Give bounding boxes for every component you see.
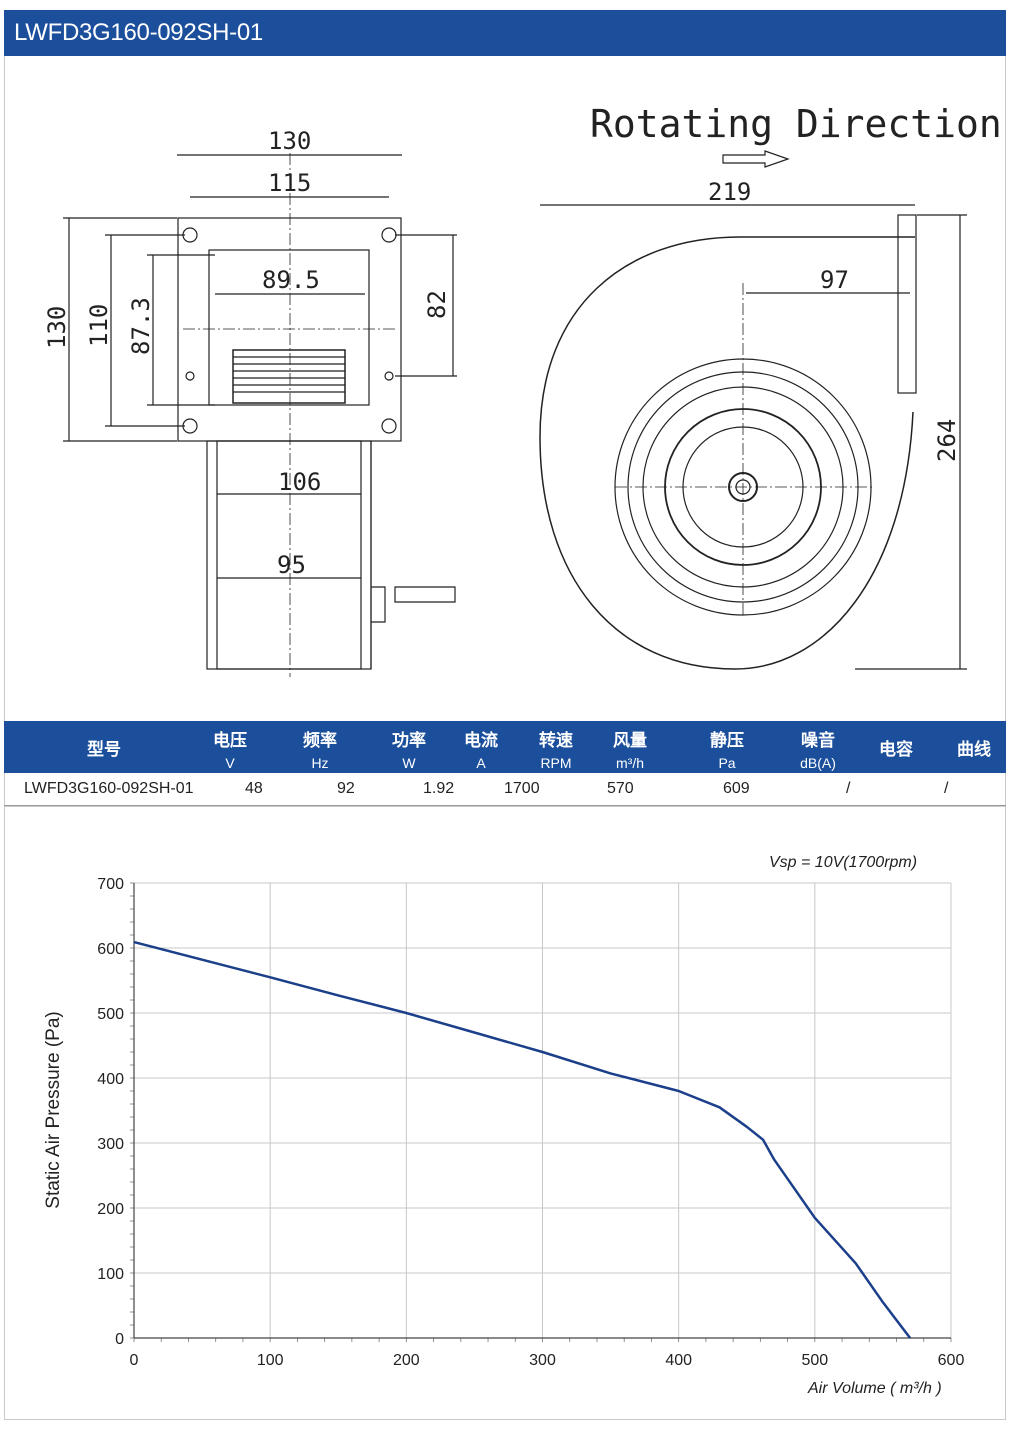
y-tick-label: 0 <box>115 1331 124 1348</box>
series-line <box>133 940 912 1339</box>
cell-airflow: 570 <box>607 780 634 797</box>
y-axis-label: Static Air Pressure (Pa) <box>43 1011 64 1208</box>
dim-87-3: 87.3 <box>127 297 155 355</box>
rotating-direction-label: Rotating Direction <box>590 102 1002 146</box>
col-curve: 曲线 <box>957 740 991 760</box>
y-tick-label: 200 <box>97 1201 124 1218</box>
y-tick-label: 300 <box>97 1136 124 1153</box>
spec-table-row: LWFD3G160-092SH-01 48 92 1.92 1700 570 6… <box>4 773 1006 806</box>
y-tick-label: 500 <box>97 1006 124 1023</box>
dim-97: 97 <box>820 266 849 294</box>
dim-106: 106 <box>278 468 321 496</box>
cell-capacitor: / <box>944 780 949 797</box>
chart-annotation: Vsp = 10V(1700rpm) <box>769 854 917 871</box>
y-tick-label: 700 <box>97 876 124 893</box>
y-tick-label: 600 <box>97 941 124 958</box>
technical-drawing: 130 115 89.5 82 130 110 87.3 106 95 Rota… <box>43 102 1002 677</box>
x-axis-label: Air Volume ( m³/h ) <box>807 1380 942 1397</box>
cell-model: LWFD3G160-092SH-01 <box>24 780 194 797</box>
cell-current: 1.92 <box>423 780 455 797</box>
dim-130-top: 130 <box>268 127 311 155</box>
chart-ticks: 0 100 200 300 400 500 600 0 100 200 300 400 500 600 70… <box>97 876 964 1369</box>
cell-noise: / <box>846 780 851 797</box>
cell-frequency: 92 <box>337 780 355 797</box>
performance-chart: 0 100 200 300 400 500 600 0 100 200 300 400 500 600 70… <box>43 854 964 1397</box>
dim-219: 219 <box>708 178 751 206</box>
chart-grid <box>134 882 952 1338</box>
dim-130-left: 130 <box>43 306 71 349</box>
x-tick-label: 200 <box>393 1352 420 1369</box>
x-tick-label: 400 <box>665 1352 692 1369</box>
dim-82: 82 <box>423 290 451 319</box>
dim-115: 115 <box>268 169 311 197</box>
y-tick-label: 100 <box>97 1266 124 1283</box>
col-capacitor: 电容 <box>879 740 913 760</box>
dim-110: 110 <box>85 304 113 347</box>
cell-rpm: 1700 <box>504 780 540 797</box>
y-tick-label: 400 <box>97 1071 124 1088</box>
x-tick-label: 300 <box>529 1352 556 1369</box>
x-tick-label: 0 <box>130 1352 139 1369</box>
dim-264: 264 <box>933 419 961 462</box>
dim-95: 95 <box>277 551 306 579</box>
col-model: 型号 <box>87 740 121 760</box>
cell-voltage: 48 <box>245 780 263 797</box>
x-tick-label: 100 <box>257 1352 284 1369</box>
divider <box>4 806 1006 807</box>
x-tick-label: 600 <box>938 1352 965 1369</box>
x-tick-label: 500 <box>801 1352 828 1369</box>
dim-89-5: 89.5 <box>262 266 320 294</box>
cell-pressure: 609 <box>723 780 750 797</box>
page-title: LWFD3G160-092SH-01 <box>4 10 1006 56</box>
chart-axes <box>130 882 952 1342</box>
